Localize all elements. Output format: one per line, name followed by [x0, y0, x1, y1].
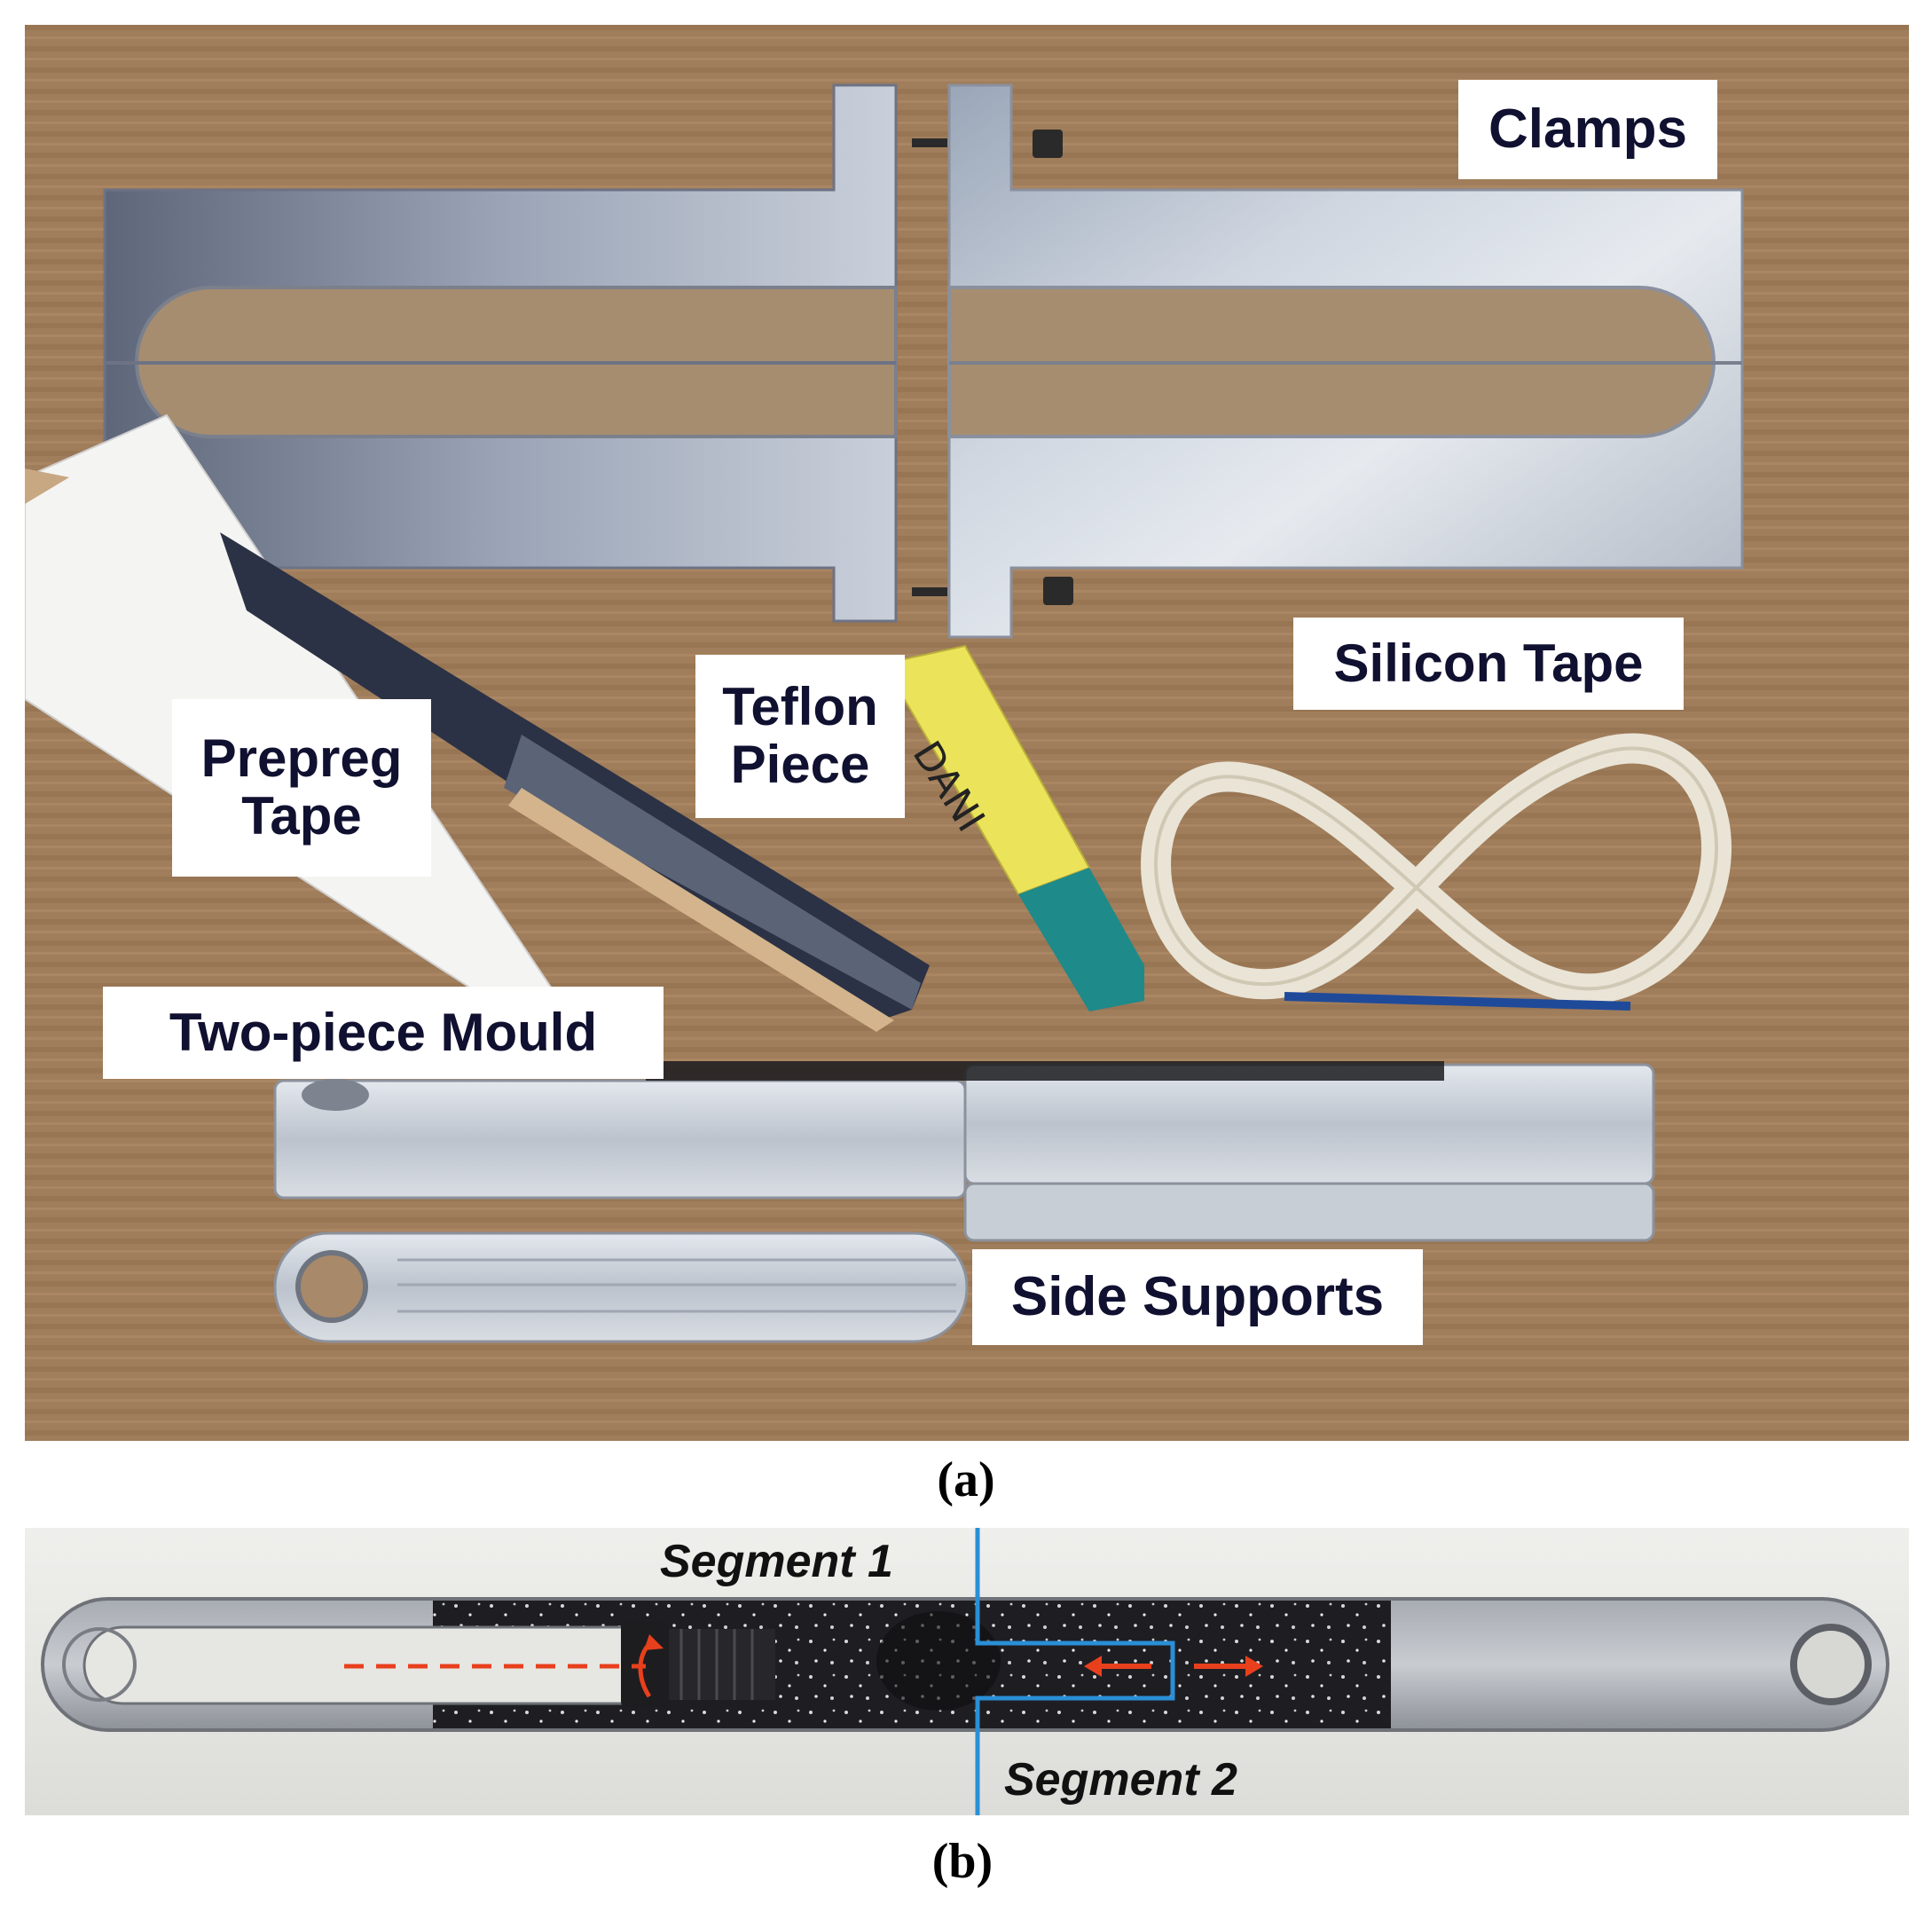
photo-panel-b: Segment 1 Segment 2	[25, 1528, 1909, 1815]
clamp-left-half	[103, 83, 898, 623]
label-segment-2: Segment 2	[1004, 1754, 1237, 1806]
photo-panel-a: DANI Clamps Silicon Tape Teflon Pi	[25, 25, 1909, 1441]
teflon-piece: DANI	[882, 644, 1144, 1011]
segment-divider-line	[975, 1528, 1175, 1815]
label-prepreg-line-1: Prepreg	[200, 728, 403, 789]
pull-arrows-icon	[1084, 1656, 1263, 1677]
label-prepreg-tape: Prepreg Tape	[172, 699, 431, 877]
two-piece-mould	[273, 1061, 1655, 1242]
label-side-supports: Side Supports	[972, 1249, 1423, 1345]
label-silicon-tape: Silicon Tape	[1293, 618, 1684, 710]
bar-end-hole	[1790, 1624, 1872, 1705]
label-two-piece-mould: Two-piece Mould	[103, 987, 664, 1079]
rotation-arrow-icon	[344, 1634, 664, 1698]
label-prepreg-line-2: Tape	[241, 786, 362, 846]
label-teflon-line-1: Teflon	[722, 677, 878, 737]
caption-b: (b)	[931, 1834, 993, 1889]
caption-a: (a)	[937, 1452, 995, 1507]
side-support	[273, 1231, 969, 1343]
silicon-tape-loop	[1141, 733, 1732, 1011]
label-segment-1: Segment 1	[660, 1536, 893, 1587]
segment-photo	[25, 1528, 1909, 1815]
clamp-right-half	[947, 83, 1744, 639]
bar-slot	[82, 1625, 648, 1705]
label-teflon-piece: Teflon Piece	[695, 655, 905, 818]
label-teflon-line-2: Piece	[730, 735, 870, 794]
workbench-photo: DANI	[25, 25, 1909, 1441]
label-clamps: Clamps	[1458, 80, 1717, 179]
clamp-screw-icon	[912, 130, 1073, 605]
